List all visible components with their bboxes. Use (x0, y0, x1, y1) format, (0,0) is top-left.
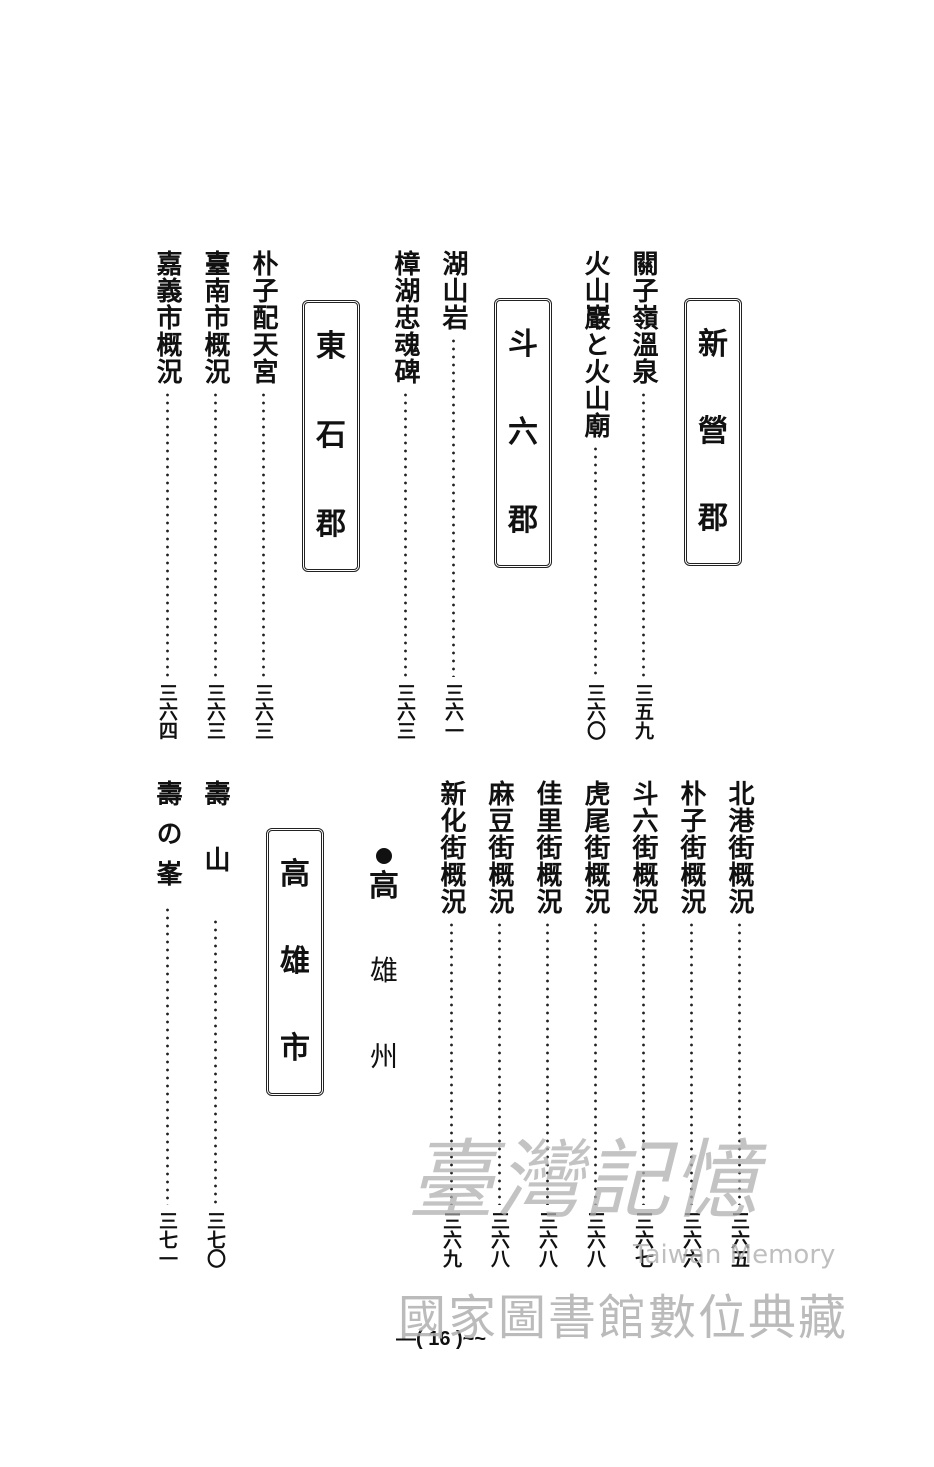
entry-page: 三六四 (156, 683, 178, 740)
toc-entry[interactable]: 火山巖と火山廟 三六〇 (578, 250, 612, 740)
entry-page: 三六七 (632, 1211, 654, 1268)
entry-page: 三六六 (680, 1211, 702, 1268)
entry-page: 三六八 (536, 1211, 558, 1268)
heading-char: 州 (369, 1040, 398, 1073)
heading-char: 東 (316, 329, 346, 365)
entry-title: 嘉義市概況 (152, 250, 182, 385)
dot-leader (641, 391, 645, 677)
toc-entry[interactable]: 北港街概況 三六五 (722, 780, 756, 1268)
toc-entry[interactable]: 壽山 三七〇 (198, 780, 232, 1268)
entry-title: 朴子配天宮 (248, 250, 278, 385)
toc-entry[interactable]: 樟湖忠魂碑 三六三 (388, 250, 422, 740)
entry-page: 三六一 (442, 683, 464, 740)
dot-leader (261, 391, 265, 677)
district-heading-touseki: 東 石 郡 (302, 300, 360, 572)
dot-leader (213, 391, 217, 677)
heading-char: 六 (508, 415, 538, 450)
entry-page: 三七一 (156, 1211, 178, 1268)
toc-entry[interactable]: 虎尾街概況 三六八 (578, 780, 612, 1268)
entry-page: 三五九 (632, 683, 654, 740)
entry-title: 樟湖忠魂碑 (390, 250, 420, 385)
entry-title: 新化街概況 (436, 780, 466, 915)
dot-leader (689, 921, 693, 1205)
toc-entry[interactable]: 湖山岩 三六一 (436, 250, 470, 740)
entry-title: 麻豆街概況 (484, 780, 514, 915)
toc-entry[interactable]: 新化街概況 三六九 (434, 780, 468, 1268)
dot-leader (593, 445, 597, 677)
toc-entry[interactable]: 朴子街概況 三六六 (674, 780, 708, 1268)
heading-char: 斗 (508, 327, 538, 362)
entry-title: 火山巖と火山廟 (580, 250, 610, 439)
entry-page: 三六〇 (584, 683, 606, 740)
heading-char: 市 (280, 1031, 310, 1067)
toc-entry[interactable]: 嘉義市概況 三六四 (150, 250, 184, 740)
dot-leader (403, 391, 407, 677)
toc-entry[interactable]: 麻豆街概況 三六八 (482, 780, 516, 1268)
entry-page: 三六五 (728, 1211, 750, 1268)
heading-char: 郡 (316, 506, 346, 542)
entry-title: 佳里街概況 (532, 780, 562, 915)
district-heading-douroku: 斗 六 郡 (494, 298, 552, 568)
dot-leader (165, 906, 169, 1205)
toc-entry[interactable]: 臺南市概況 三六三 (198, 250, 232, 740)
entry-title: 壽山 (200, 780, 230, 912)
entry-title: 北港街概況 (724, 780, 754, 915)
dot-leader (165, 391, 169, 677)
toc-entry[interactable]: 壽の峯 三七一 (150, 780, 184, 1268)
dot-leader (545, 921, 549, 1205)
dot-leader (497, 921, 501, 1205)
entry-page: 三六三 (204, 683, 226, 740)
entry-title: 壽の峯 (152, 780, 182, 900)
heading-char: 新 (698, 326, 728, 362)
entry-page: 三六八 (488, 1211, 510, 1268)
toc-entry[interactable]: 佳里街概況 三六八 (530, 780, 564, 1268)
dot-leader (737, 921, 741, 1205)
heading-char: 雄 (280, 943, 310, 979)
heading-char: 雄 (369, 954, 398, 987)
entry-page: 三六九 (440, 1211, 462, 1268)
heading-char: 營 (698, 413, 728, 449)
entry-title: 朴子街概況 (676, 780, 706, 915)
entry-title: 湖山岩 (438, 250, 468, 331)
entry-page: 三六三 (394, 683, 416, 740)
dot-leader (641, 921, 645, 1205)
dot-leader (449, 921, 453, 1205)
entry-page: 三六三 (252, 683, 274, 740)
dot-leader (213, 918, 217, 1205)
entry-title: 關子嶺溫泉 (628, 250, 658, 385)
heading-char: 高 (369, 869, 399, 904)
dot-leader (451, 337, 455, 677)
city-heading-takao: 高 雄 市 (266, 828, 324, 1096)
dot-leader (593, 921, 597, 1205)
page-number: —( 16 )~~ (396, 1328, 487, 1350)
entry-page: 三六八 (584, 1211, 606, 1268)
heading-char: 石 (316, 417, 346, 453)
entry-title: 臺南市概況 (200, 250, 230, 385)
prefecture-heading-takao: 高 雄 州 (364, 848, 404, 1126)
toc-entry[interactable]: 關子嶺溫泉 三五九 (626, 250, 660, 740)
bullet-icon (376, 848, 392, 864)
heading-char: 高 (280, 856, 310, 892)
district-heading-shinei: 新 營 郡 (684, 298, 742, 566)
entry-title: 斗六街概況 (628, 780, 658, 915)
toc-entry[interactable]: 斗六街概況 三六七 (626, 780, 660, 1268)
heading-char: 郡 (508, 503, 538, 538)
entry-title: 虎尾街概況 (580, 780, 610, 915)
entry-page: 三七〇 (204, 1211, 226, 1268)
toc-entry[interactable]: 朴子配天宮 三六三 (246, 250, 280, 740)
heading-char: 郡 (698, 501, 728, 537)
